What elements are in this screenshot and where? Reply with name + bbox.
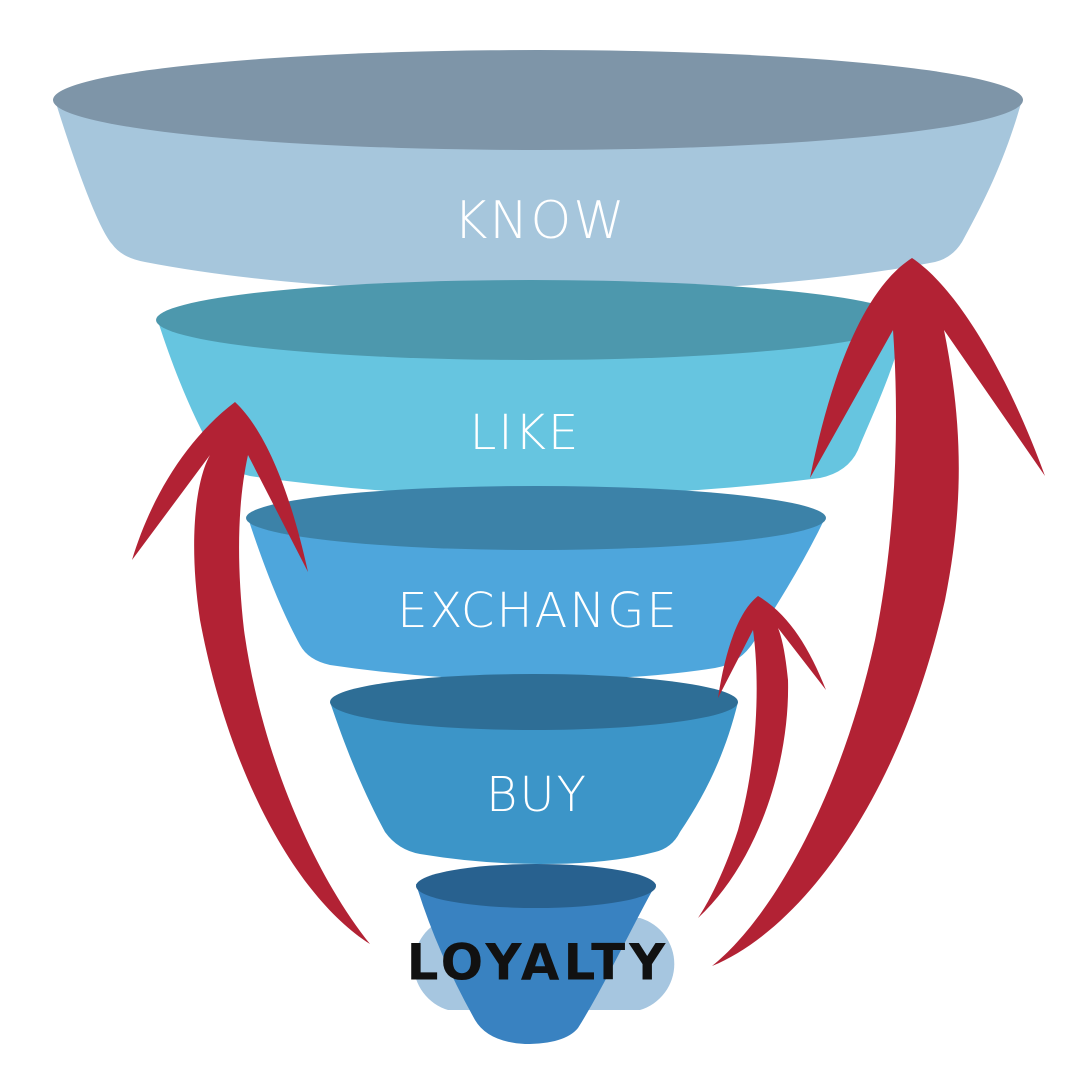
funnel-stage-exchange-label: EXCHANGE	[397, 583, 679, 639]
funnel-stage-buy: BUY	[330, 674, 738, 864]
funnel-stage-loyalty-label: LOYALTY	[407, 934, 670, 992]
funnel-stage-know: KNOW	[53, 50, 1023, 292]
funnel-stage-buy-rim	[330, 674, 738, 730]
funnel-stage-buy-body	[330, 702, 738, 864]
funnel-stage-exchange: EXCHANGE	[246, 486, 826, 680]
funnel-stage-like: LIKE	[156, 280, 906, 496]
funnel-stage-know-rim	[53, 50, 1023, 150]
funnel-stage-loyalty-body	[416, 884, 656, 1044]
funnel-stage-like-label: LIKE	[470, 405, 581, 461]
funnel-stage-loyalty-rim	[416, 864, 656, 908]
arrow-loyalty-to-exchange	[698, 596, 826, 918]
funnel-stage-exchange-rim	[246, 486, 826, 550]
funnel-stage-exchange-body	[248, 518, 825, 680]
arrow-loyalty-to-like	[132, 402, 370, 944]
funnel-stage-loyalty: LOYALTY	[407, 864, 675, 1044]
funnel-stage-like-rim	[156, 280, 906, 360]
funnel-stage-like-body	[157, 318, 905, 496]
funnel-stage-buy-label: BUY	[486, 767, 588, 823]
funnel-stage-know-body	[55, 100, 1022, 292]
arrows-group	[132, 258, 1045, 966]
funnel-stage-know-label: KNOW	[453, 191, 626, 251]
